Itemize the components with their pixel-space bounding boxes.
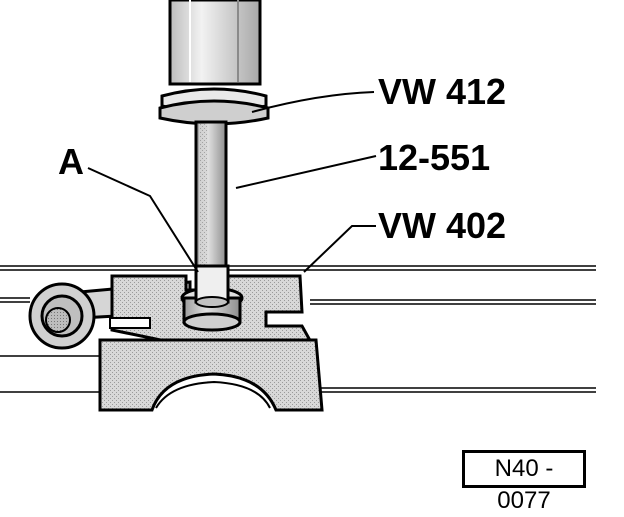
workbench-lines bbox=[0, 265, 596, 393]
figure-reference-number: N40 - 0077 bbox=[462, 450, 586, 514]
press-tool-vw412 bbox=[158, 0, 270, 126]
support-block-vw402 bbox=[98, 264, 324, 412]
drift-tool-12-551 bbox=[194, 120, 228, 272]
callout-vw412: VW 412 bbox=[378, 71, 507, 112]
callout-12-551: 12-551 bbox=[378, 137, 491, 178]
callout-vw402: VW 402 bbox=[378, 205, 507, 246]
leader-lines bbox=[87, 91, 377, 273]
callout-a: A bbox=[58, 141, 84, 182]
technical-illustration bbox=[0, 0, 596, 412]
